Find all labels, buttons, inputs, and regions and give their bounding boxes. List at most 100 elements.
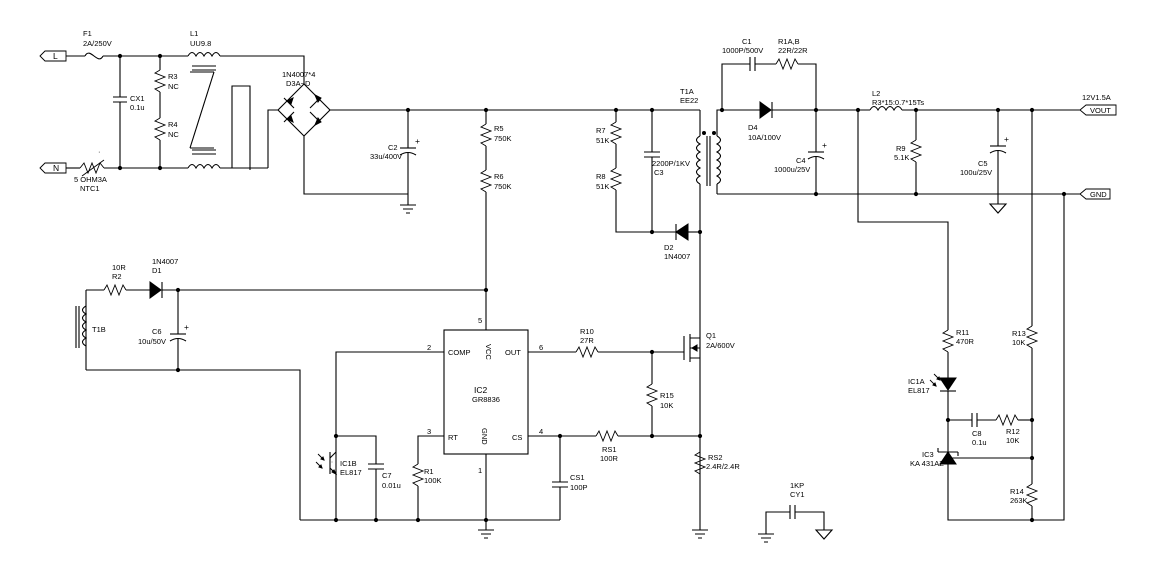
t1b-ref: T1B <box>92 325 106 334</box>
r12-value: 10K <box>1006 436 1019 445</box>
r1-value: 100K <box>424 476 442 485</box>
ntc-dot: · <box>98 147 101 156</box>
c3-ref: C3 <box>654 168 664 177</box>
vout-label: VOUT <box>1090 106 1111 115</box>
l1-ref: L1 <box>190 29 198 38</box>
d1-ref: D1 <box>152 266 162 275</box>
r15-ref: R15 <box>660 391 674 400</box>
c6-ref: C6 <box>152 327 162 336</box>
ic2-pin-cs: CS <box>512 433 522 442</box>
c2-plus: + <box>415 136 420 146</box>
r15-value: 10K <box>660 401 673 410</box>
ic3-value: KA 431AZ <box>910 459 944 468</box>
c8-value: 0.1u <box>972 438 987 447</box>
l2-value: R3*15:0.7*15Ts <box>872 98 924 107</box>
ic1a-value: EL817 <box>908 386 930 395</box>
rs1-ref: RS1 <box>602 445 617 454</box>
ic2-pin-out: OUT <box>505 348 521 357</box>
l1-value: UU9.8 <box>190 39 211 48</box>
ic2-pin-rt: RT <box>448 433 458 442</box>
r8-ref: R8 <box>596 172 606 181</box>
c2-value: 33u/400V <box>370 152 402 161</box>
ntc1-ref: NTC1 <box>80 184 100 193</box>
r13-ref: R13 <box>1012 329 1026 338</box>
r12-ref: R12 <box>1006 427 1020 436</box>
l1-choke <box>187 51 221 170</box>
ic2-pin3-num: 3 <box>427 427 431 436</box>
r14-ref: R14 <box>1010 487 1024 496</box>
cs1-ref: CS1 <box>570 473 585 482</box>
d1-value: 1N4007 <box>152 257 178 266</box>
d4-ref: D4 <box>748 123 758 132</box>
l2-ref: L2 <box>872 89 880 98</box>
bridge-value: 1N4007*4 <box>282 70 315 79</box>
c7-value: 0.01u <box>382 481 401 490</box>
ground-symbol-c2 <box>400 204 416 214</box>
r2-ref: R2 <box>112 272 122 281</box>
t1a-ref: T1A <box>680 87 694 96</box>
r5-ref: R5 <box>494 124 504 133</box>
r9-ref: R9 <box>896 144 906 153</box>
r11-ref: R11 <box>956 328 969 337</box>
terminal-n-label: N <box>53 163 59 173</box>
cy1-ref: CY1 <box>790 490 805 499</box>
r10-value: 27R <box>580 336 594 345</box>
ground-symbol-c5 <box>988 203 1008 214</box>
ic2-pin-comp: COMP <box>448 348 471 357</box>
c5-value: 100u/25V <box>960 168 992 177</box>
output-terminal-vout: VOUT <box>1079 104 1117 116</box>
c8-ref: C8 <box>972 429 982 438</box>
f1-ref: F1 <box>83 29 92 38</box>
c6-value: 10u/50V <box>138 337 166 346</box>
r1ab-value: 22R/22R <box>778 46 808 55</box>
cx1-ref: CX1 <box>130 94 145 103</box>
r8-value: 51K <box>596 182 609 191</box>
rs2-value: 2.4R/2.4R <box>706 462 740 471</box>
ic1a-ref: IC1A <box>908 377 925 386</box>
cx1-value: 0.1u <box>130 103 145 112</box>
c4-plus: + <box>822 140 827 150</box>
ic2-value: GR8836 <box>472 395 500 404</box>
r7-ref: R7 <box>596 126 606 135</box>
r14-value: 263K <box>1010 496 1028 505</box>
ic2-pin-vcc: VCC <box>484 344 493 360</box>
ic2-pin4-num: 4 <box>539 427 543 436</box>
q1-ref: Q1 <box>706 331 716 340</box>
r5-value: 750K <box>494 134 512 143</box>
ic2-ref: IC2 <box>474 385 488 395</box>
d4-value: 10A/100V <box>748 133 781 142</box>
ic2-pin-gnd: GND <box>480 428 489 445</box>
ntc1-value: 5 OHM3A <box>74 175 107 184</box>
rs1-value: 100R <box>600 454 619 463</box>
q1-value: 2A/600V <box>706 341 735 350</box>
r7-value: 51K <box>596 136 609 145</box>
bridge-rectifier <box>277 83 331 137</box>
f1-value: 2A/250V <box>83 39 112 48</box>
r9-value: 5.1K <box>894 153 909 162</box>
c1-value: 1000P/500V <box>722 46 763 55</box>
c1-ref: C1 <box>742 37 752 46</box>
input-terminal-l: L <box>39 50 67 62</box>
gnd-label: GND <box>1090 190 1107 199</box>
bridge-ref: D3A~D <box>286 79 311 88</box>
ground-symbol-q1 <box>692 529 708 539</box>
ic2-pin1-num: 1 <box>478 466 482 475</box>
ic2-pin2-num: 2 <box>427 343 431 352</box>
r13-value: 10K <box>1012 338 1025 347</box>
q1-mosfet <box>683 334 700 362</box>
cs1-value: 100P <box>570 483 588 492</box>
r10-ref: R10 <box>580 327 594 336</box>
r6-ref: R6 <box>494 172 504 181</box>
c4-value: 1000u/25V <box>774 165 810 174</box>
ic2-controller: COMP OUT RT CS VCC GND IC2 GR8836 <box>443 329 529 455</box>
c7-ref: C7 <box>382 471 392 480</box>
r4-ref: R4 <box>168 120 178 129</box>
ground-symbol-ic2 <box>478 529 494 539</box>
ground-symbol-cy1-secondary <box>814 529 834 540</box>
ic2-pin5-num: 5 <box>478 316 482 325</box>
rs2-ref: RS2 <box>708 453 723 462</box>
ground-symbol-cy1-primary <box>758 533 774 543</box>
output-rating: 12V1.5A <box>1082 93 1111 102</box>
r1-ref: R1 <box>424 467 434 476</box>
